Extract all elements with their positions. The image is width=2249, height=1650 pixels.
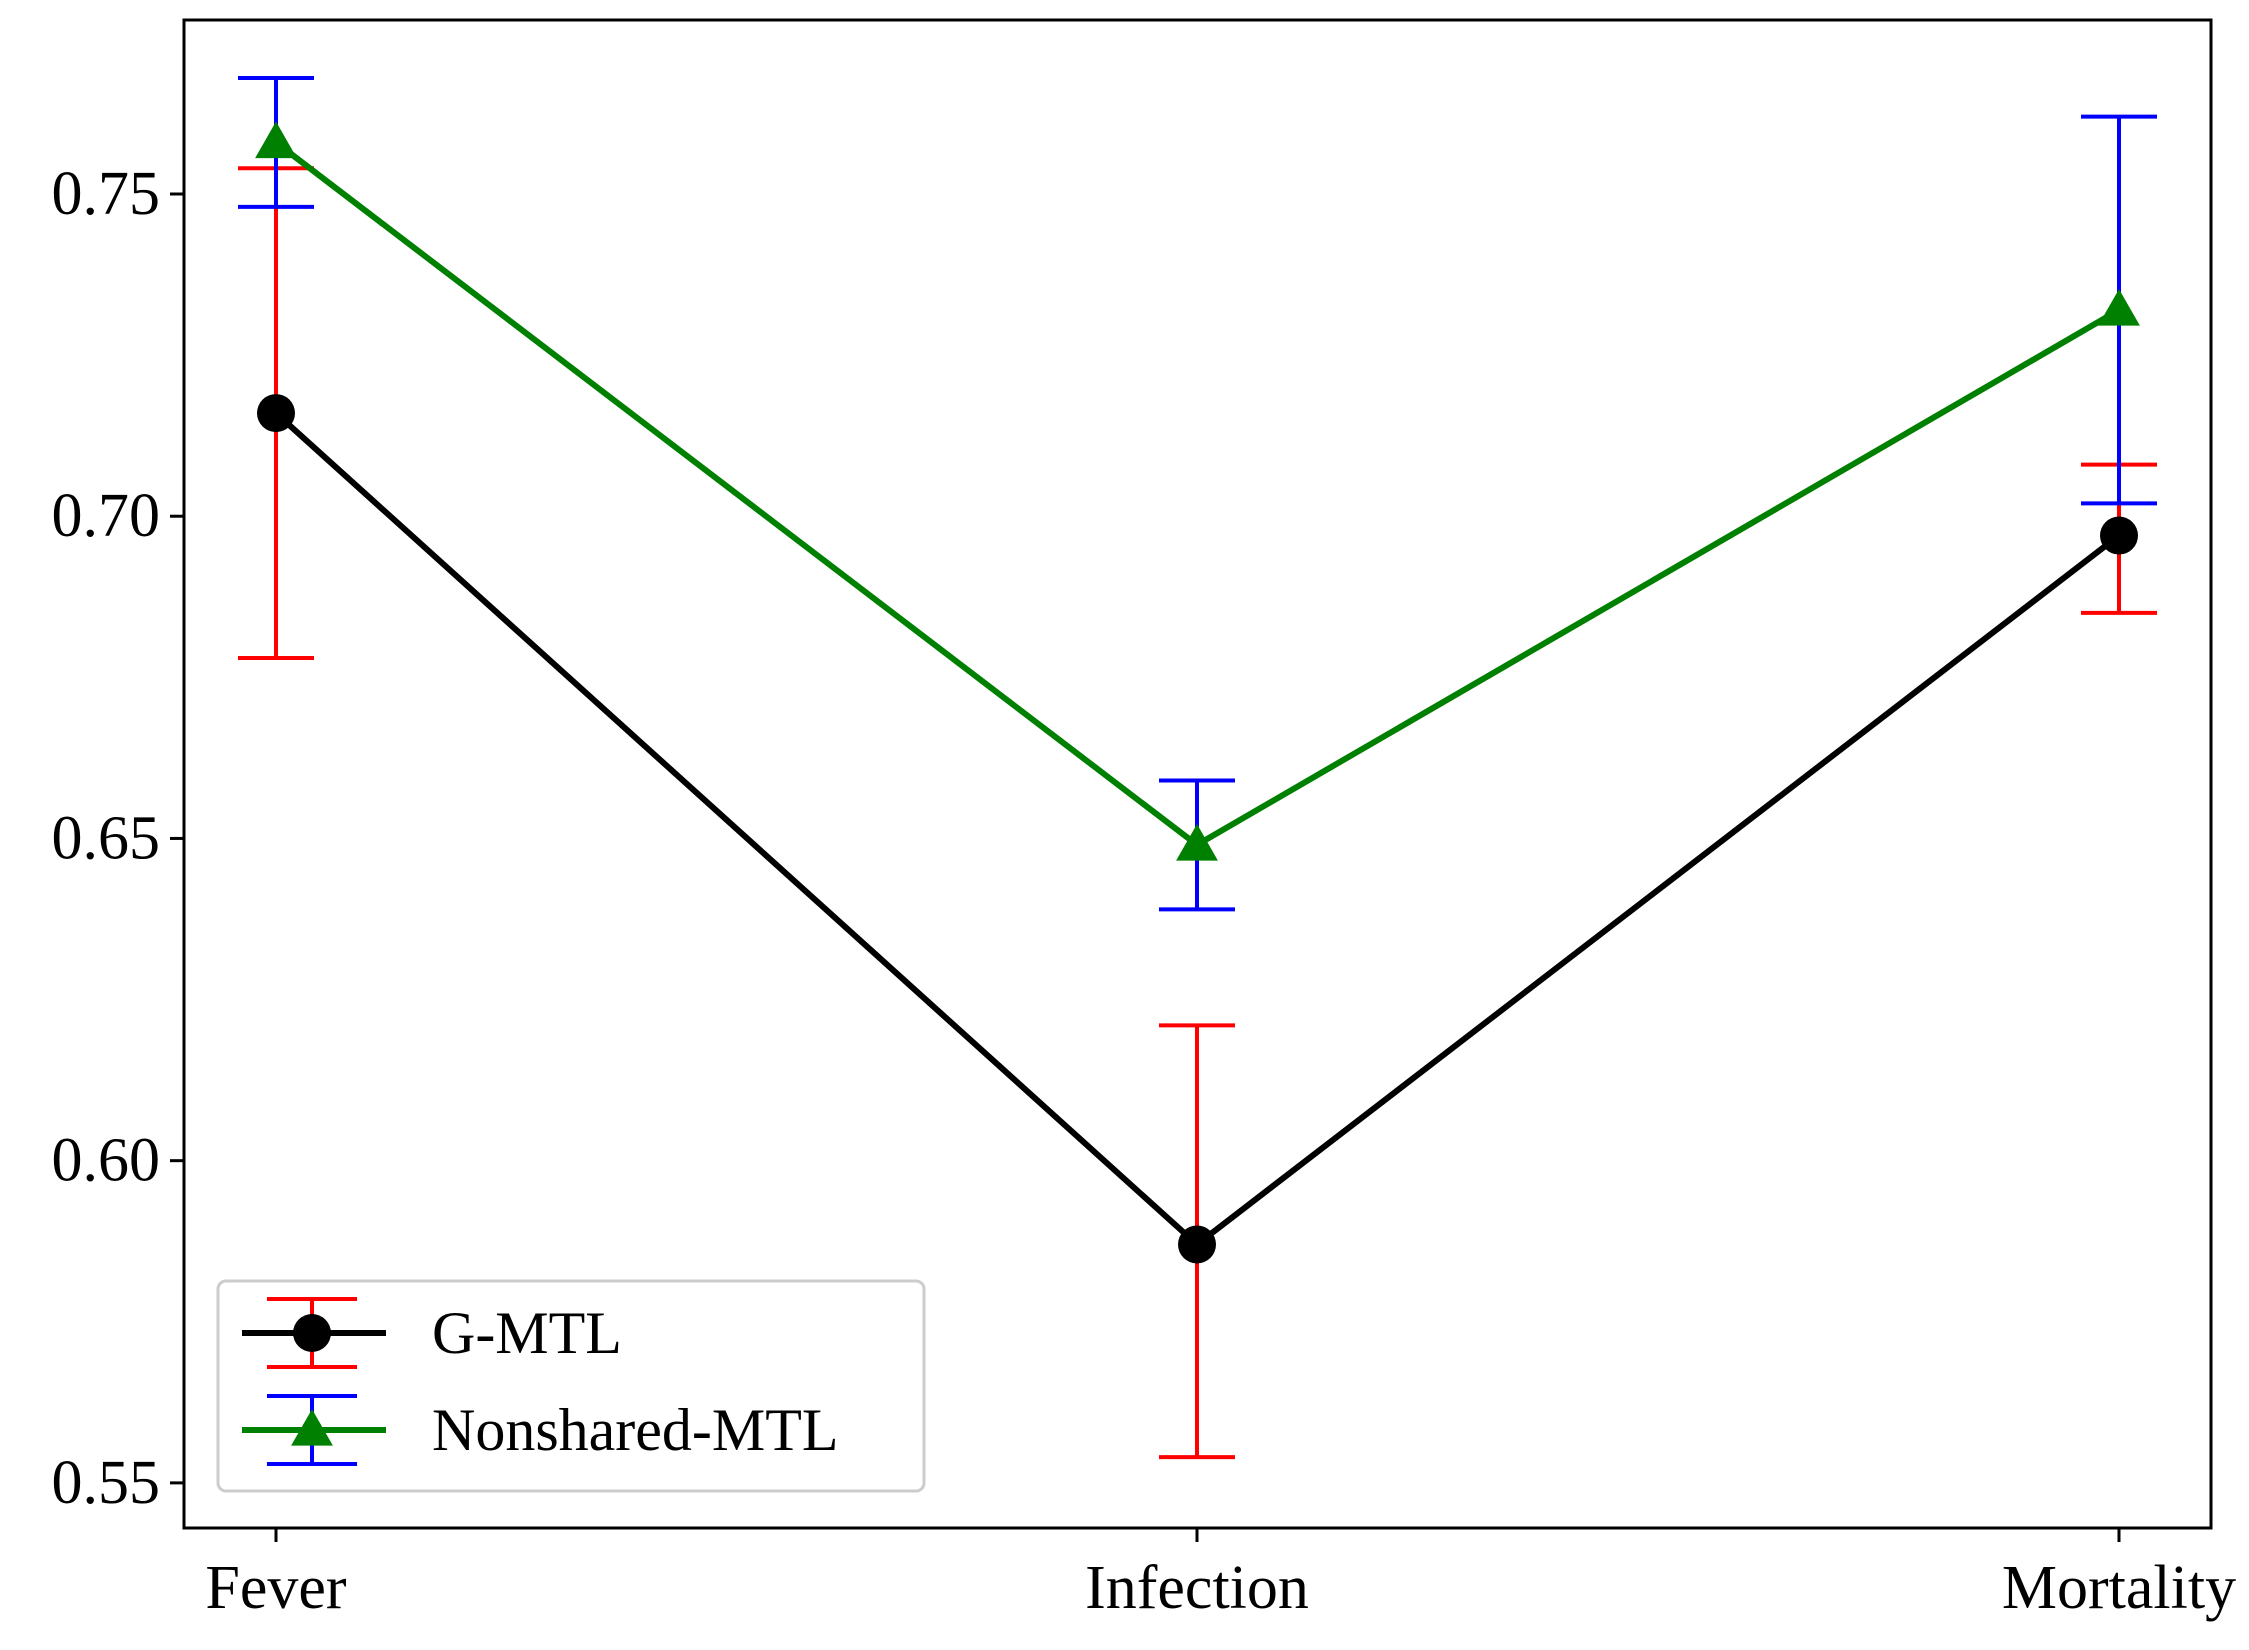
- series-2: [238, 76, 2157, 912]
- data-point: [2100, 516, 2138, 555]
- legend: G-MTL Nonshared-MTL: [216, 1279, 926, 1493]
- x-axis-ticks: Fever Infection Mortality: [205, 1528, 2236, 1622]
- x-tick-label: Fever: [205, 1554, 347, 1622]
- legend-item: Nonshared-MTL: [242, 1394, 839, 1466]
- legend-box: [216, 1279, 926, 1493]
- y-axis-ticks: 0.55 0.60 0.65 0.70 0.75: [52, 160, 184, 1517]
- y-tick-label: 0.55: [52, 1449, 161, 1517]
- data-point: [2098, 289, 2140, 326]
- legend-item: G-MTL: [242, 1297, 622, 1369]
- y-tick-label: 0.70: [52, 482, 161, 550]
- legend-label: Nonshared-MTL: [432, 1397, 839, 1463]
- data-point: [293, 1314, 331, 1352]
- series-1: [238, 166, 2157, 1460]
- x-tick-label: Infection: [1085, 1554, 1309, 1622]
- data-point: [1178, 1225, 1216, 1264]
- y-tick-label: 0.65: [52, 804, 161, 872]
- x-tick-label: Mortality: [2002, 1554, 2236, 1622]
- data-point: [291, 1409, 333, 1446]
- y-tick-label: 0.60: [52, 1127, 161, 1195]
- data-point: [1176, 823, 1218, 861]
- data-point: [255, 121, 297, 159]
- data-point: [257, 394, 295, 433]
- plot-frame: [182, 18, 2213, 1530]
- y-tick-label: 0.75: [52, 160, 161, 228]
- legend-label: G-MTL: [432, 1300, 622, 1366]
- series-layer: [238, 76, 2157, 1460]
